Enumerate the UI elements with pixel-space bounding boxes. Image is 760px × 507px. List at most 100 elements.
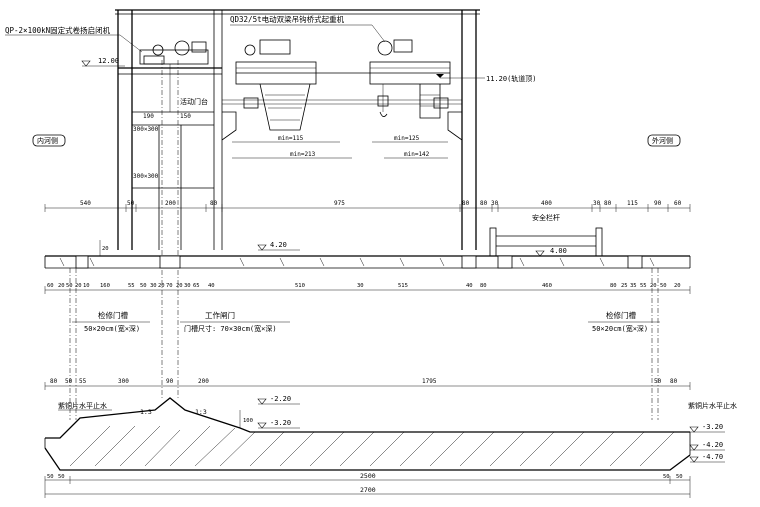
dim-r1-7: 30 (491, 200, 499, 207)
dim-r2-23: 35 (630, 283, 637, 289)
elev-lower-markers: -2.20 -3.20 -3.20 -4.20 -4.70 (257, 395, 725, 463)
dim300a-label: 300×300 (133, 126, 159, 133)
outer-river-tag: 外河侧 (647, 134, 681, 147)
dim-r2-5: 160 (100, 283, 110, 289)
dim-r1-2: 200 (165, 200, 176, 207)
dim-r2-1: 20 (58, 283, 65, 289)
min115-label: min=115 (278, 135, 304, 142)
dim-r1-4: 975 (334, 200, 345, 207)
dim-r1-13: 60 (674, 200, 682, 207)
channel-floor: 100 1:3 1:3 (44, 397, 691, 471)
dim-r3-1: 50 (65, 378, 73, 385)
dim-r3-4: 90 (166, 378, 174, 385)
maint-slot-right-size: 50×20cm(宽×深) (592, 324, 648, 333)
bottom-dims: 50 50 50 50 2500 2700 (44, 472, 691, 498)
dim-r1-0: 540 (80, 200, 91, 207)
maint-slot-left-size: 50×20cm(宽×深) (84, 324, 140, 333)
outer-river-label: 外河侧 (652, 136, 673, 145)
dim-r1-6: 80 (480, 200, 488, 207)
work-gate-size: 门槽尺寸: 70×30cm(宽×深) (184, 324, 277, 333)
dim-bs-2: 50 (663, 474, 670, 480)
w190-label: 190 (143, 113, 154, 120)
dim-r2-18: 40 (466, 283, 473, 289)
dim-bs-0: 50 (47, 474, 54, 480)
h100-label: 100 (243, 418, 253, 424)
elev-420-label: 4.20 (270, 241, 287, 249)
elev-m320-label: -3.20 (270, 419, 291, 427)
dim-row-2: 60 20 50 20 10 160 55 50 30 20 70 20 30 … (44, 283, 691, 294)
dim-r2-6: 55 (128, 283, 135, 289)
elev-12-label: 12.00 (98, 57, 119, 65)
dim-r2-16: 30 (357, 283, 364, 289)
dim-r2-14: 40 (208, 283, 215, 289)
dim-r3-8: 80 (670, 378, 678, 385)
dim300b-label: 300×300 (133, 173, 159, 180)
min125-label: min=125 (394, 135, 420, 142)
inner-river-tag: 内河侧 (32, 134, 66, 147)
total-2500-label: 2500 (360, 472, 376, 480)
dim-r1-3: 80 (210, 200, 218, 207)
crane-clearance-dims: min=115 min=125 min=213 min=142 (232, 135, 448, 159)
dim-row-3: 80 50 55 300 90 200 1795 50 80 (44, 378, 691, 390)
dim-r2-10: 70 (166, 283, 173, 289)
dim-r2-19: 80 (480, 283, 487, 289)
elev-m220-label: -2.20 (270, 395, 291, 403)
dim-r2-11: 20 (176, 283, 183, 289)
dim-r2-7: 50 (140, 283, 147, 289)
hoist-label: QP-2×100kN固定式卷扬启闭机 (5, 25, 111, 35)
work-gate-label: 工作闸门 (205, 310, 235, 320)
elev-m420r-label: -4.20 (702, 441, 723, 449)
inner-river-label: 内河侧 (37, 136, 58, 145)
slope-right-label: 1:3 (195, 408, 207, 416)
safety-rail-label: 安全栏杆 (532, 213, 560, 222)
dim-r1-9: 30 (593, 200, 601, 207)
min213-label: min=213 (290, 151, 316, 158)
bridge-crane (235, 39, 451, 131)
dim-r2-8: 30 (150, 283, 157, 289)
dim-r2-4: 10 (83, 283, 90, 289)
dim-r1-8: 400 (541, 200, 552, 207)
dim-r1-12: 90 (654, 200, 662, 207)
movable-gate-label: 活动门台 (180, 97, 208, 106)
h20-label: 20 (102, 246, 109, 252)
copper-stop-left: 紫铜片水平止水 (58, 401, 107, 410)
dim-r3-2: 55 (79, 378, 87, 385)
w150-label: 150 (180, 113, 191, 120)
dim-r2-24: 55 (640, 283, 647, 289)
dim-r3-7: 50 (654, 378, 662, 385)
elev-m470r-label: -4.70 (702, 453, 723, 461)
slope-left-label: 1:3 (140, 408, 152, 416)
dim-r2-2: 50 (66, 283, 73, 289)
dim-r2-27: 20 (674, 283, 681, 289)
dim-r2-25: 20 (650, 283, 657, 289)
dim-r3-6: 1795 (422, 378, 437, 385)
dim-r2-15: 510 (295, 283, 305, 289)
elev-m320r-label: -3.20 (702, 423, 723, 431)
dim-r2-3: 20 (75, 283, 82, 289)
dim-r2-13: 65 (193, 283, 200, 289)
total-2700-label: 2700 (360, 486, 376, 494)
elev-400-label: 4.00 (550, 247, 567, 255)
maint-slot-left-label: 检修门槽 (98, 310, 128, 320)
dim-r2-17: 515 (398, 283, 408, 289)
maint-slot-right-label: 检修门槽 (606, 310, 636, 320)
dim-r2-21: 80 (610, 283, 617, 289)
elev-rail-label: 11.20(轨道顶) (486, 74, 537, 83)
dim-r3-0: 80 (50, 378, 58, 385)
crane-label: QD32/5t电动双梁吊钩桥式起重机 (230, 14, 345, 24)
dim-r2-26: 50 (660, 283, 667, 289)
dim-row-1: 540 50 200 80 975 80 80 30 400 30 80 115… (44, 200, 691, 212)
dim-bs-3: 50 (676, 474, 683, 480)
dim-r3-5: 200 (198, 378, 209, 385)
fixed-winch-hoist (139, 40, 209, 112)
hoist-house (115, 9, 485, 400)
dim-r2-12: 30 (184, 283, 191, 289)
dim-bs-1: 50 (58, 474, 65, 480)
dim-r2-9: 20 (158, 283, 165, 289)
dim-r2-20: 460 (542, 283, 552, 289)
dim-r2-22: 25 (621, 283, 628, 289)
copper-stop-right: 紫铜片水平止水 (688, 401, 737, 410)
deck: 安全栏杆 4.20 4.00 20 (44, 213, 691, 269)
dim-r1-5: 80 (462, 200, 470, 207)
